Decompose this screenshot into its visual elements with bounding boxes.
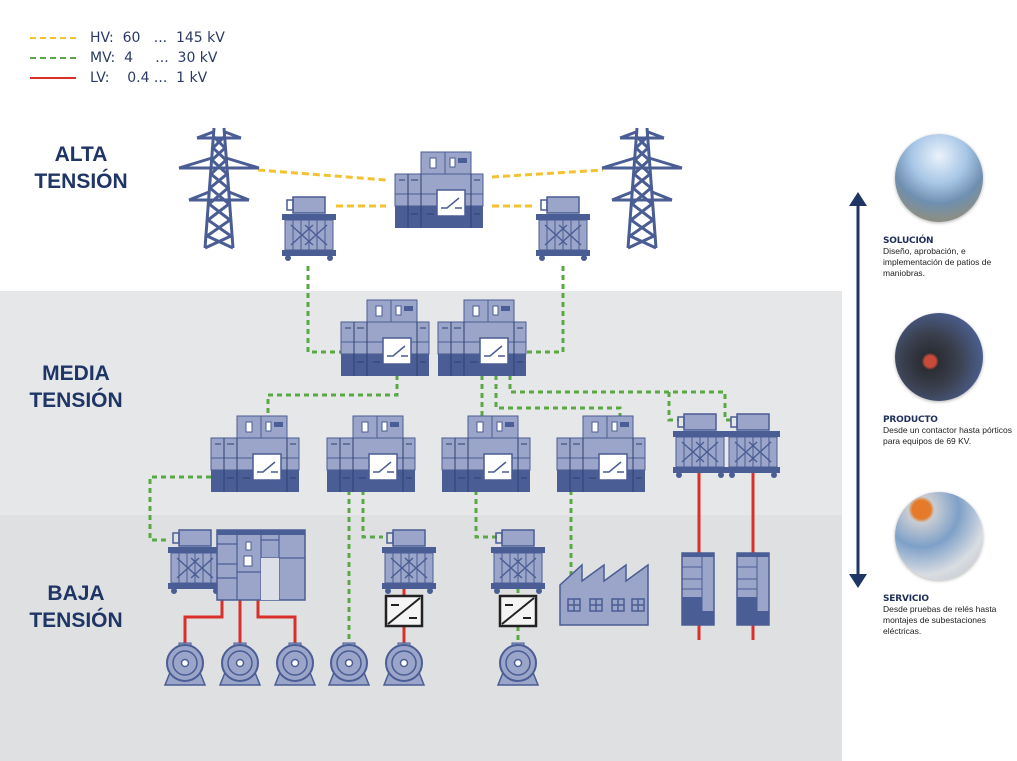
transformer-icon: [381, 529, 437, 595]
lv-switchboard-icon: [216, 529, 306, 601]
technician-photo: [895, 492, 983, 580]
hv-line: [491, 168, 604, 179]
mv-line: [525, 266, 565, 354]
factory-icon: [559, 564, 649, 626]
side-panel-text: Desde pruebas de relés hasta montajes de…: [883, 604, 997, 636]
mv-switchgear-icon: [210, 415, 300, 493]
motor-icon: [497, 642, 539, 686]
drive-cabinet-icon: [736, 552, 770, 626]
legend-item-hv: HV: 60 ... 145 kV: [30, 28, 225, 48]
voltage-legend: HV: 60 ... 145 kV MV: 4 ... 30 kV LV: 0.…: [30, 28, 225, 88]
level-label-high: ALTA TENSIÓN: [1, 141, 161, 195]
side-panel-service: SERVICIO Desde pruebas de relés hasta mo…: [883, 492, 1013, 637]
hv-line-swatch: [30, 37, 76, 39]
lv-line: [256, 600, 297, 645]
hv-lines: [257, 168, 604, 208]
level-label-line: BAJA: [47, 582, 105, 605]
level-label-line: MEDIA: [42, 362, 110, 385]
mv-line: [494, 375, 622, 421]
contactor-photo: [895, 313, 983, 401]
hv-switchgear-icon: [394, 151, 484, 229]
side-panel-product: PRODUCTO Desde un contactor hasta pórtic…: [883, 313, 1013, 447]
motor-icon: [164, 642, 206, 686]
legend-item-mv: MV: 4 ... 30 kV: [30, 48, 225, 68]
motor-icon: [219, 642, 261, 686]
side-panel-title: PRODUCTO: [883, 415, 938, 425]
mv-line: [148, 475, 211, 542]
scope-arrow: [848, 190, 868, 590]
mv-line: [306, 266, 342, 354]
mv-switchgear-icon: [556, 415, 646, 493]
motor-icon: [328, 642, 370, 686]
level-label-line: TENSIÓN: [29, 609, 123, 632]
legend-label: LV: 0.4 ... 1 kV: [90, 70, 208, 86]
level-label-line: TENSIÓN: [29, 389, 123, 412]
legend-label: MV: 4 ... 30 kV: [90, 50, 218, 66]
lv-line: [183, 600, 224, 645]
transformer-icon: [490, 529, 546, 595]
level-label-low: BAJA TENSIÓN: [0, 580, 156, 634]
side-panel-text: Desde un contactor hasta pórticos para e…: [883, 425, 1012, 446]
legend-label: HV: 60 ... 145 kV: [90, 30, 225, 46]
mv-line: [667, 392, 679, 422]
motor-icon: [383, 642, 425, 686]
mv-switchgear-icon: [326, 415, 416, 493]
arrow-down-icon: [849, 574, 867, 588]
converter-icon: [384, 594, 424, 628]
mv-line: [361, 490, 383, 539]
transmission-tower-icon: [600, 126, 684, 250]
mv-switchgear-icon: [340, 299, 430, 377]
mv-line: [508, 375, 733, 422]
side-panel-title: SERVICIO: [883, 594, 929, 604]
mv-switchgear-icon: [437, 299, 527, 377]
level-label-medium: MEDIA TENSIÓN: [0, 360, 156, 414]
level-label-line: ALTA: [54, 143, 108, 166]
drive-cabinet-icon: [681, 552, 715, 626]
mv-switchgear-icon: [441, 415, 531, 493]
transformer-icon: [535, 196, 591, 262]
mv-lines: [148, 266, 733, 645]
motor-icon: [274, 642, 316, 686]
transformer-icon: [672, 413, 728, 479]
side-panel-title: SOLUCIÓN: [883, 236, 934, 246]
transformer-icon: [281, 196, 337, 262]
transmission-tower-icon: [177, 126, 261, 250]
transformer-icon: [725, 413, 781, 479]
lv-line-swatch: [30, 77, 76, 79]
transformer-icon: [167, 529, 223, 595]
mv-line: [474, 490, 498, 539]
side-panel-solution: SOLUCIÓN Diseño, aprobación, e implement…: [883, 134, 1013, 279]
high-voltage-band: [0, 0, 842, 291]
level-label-line: TENSIÓN: [34, 170, 128, 193]
arrow-up-icon: [849, 192, 867, 206]
hv-line: [257, 168, 387, 182]
power-distribution-diagram: [148, 126, 781, 686]
substation-photo: [895, 134, 983, 222]
legend-item-lv: LV: 0.4 ... 1 kV: [30, 68, 225, 88]
side-panel-text: Diseño, aprobación, e implementación de …: [883, 246, 992, 278]
mv-line-swatch: [30, 57, 76, 59]
converter-icon: [498, 594, 538, 628]
mv-line: [266, 375, 399, 421]
